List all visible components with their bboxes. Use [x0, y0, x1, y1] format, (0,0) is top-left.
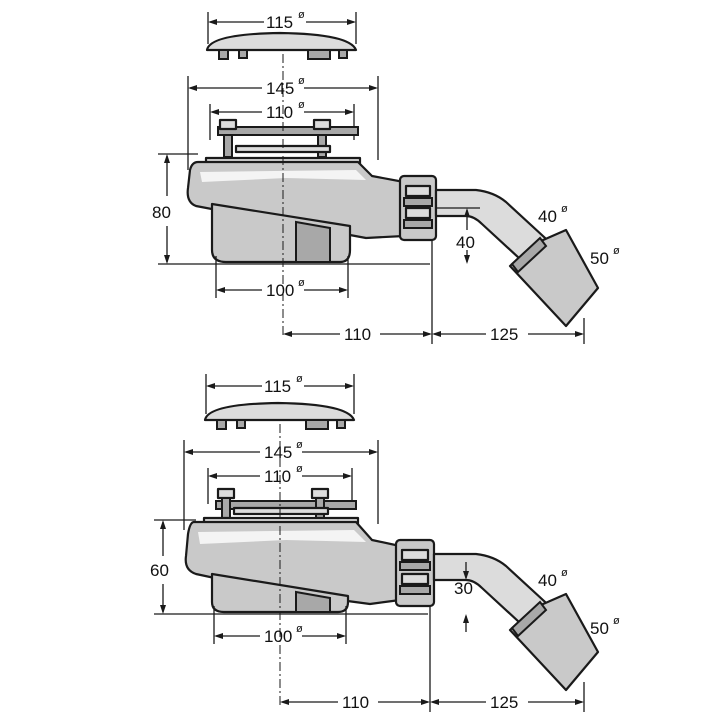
outlet-pipe-top [434, 188, 600, 328]
dim-inner-top: 110 ø [209, 99, 355, 140]
dim-offsets-top: 110 125 [283, 240, 585, 344]
diameter-symbol: ø [298, 99, 305, 111]
cover-plate-top [205, 31, 358, 60]
diameter-symbol: ø [298, 9, 305, 21]
label-outlet-diameter-top: 40 ø [538, 203, 568, 226]
label-inner-diameter: 110 [266, 103, 293, 122]
diameter-symbol: ø [298, 277, 305, 289]
diameter-symbol: ø [296, 623, 303, 635]
label-offset-end: 125 [490, 325, 518, 344]
drawing-60mm: 115 ø 145 ø 110 ø [150, 373, 620, 712]
trap-body-bottom [184, 516, 402, 614]
label-offset-end: 125 [490, 693, 518, 712]
dim-outlet-height-top: 40 [436, 207, 480, 264]
label-offset-outlet: 110 [344, 325, 371, 344]
label-outlet-diameter-bottom: 40 ø [538, 567, 568, 590]
label-sleeve-diameter-bottom: 50 ø [590, 615, 620, 638]
dim-cover-bottom: 115 ø [205, 373, 355, 414]
clamp-ring-bottom [215, 487, 357, 521]
drawing-80mm: 115 ø 145 ø 110 ø [152, 9, 620, 344]
clamp-ring-top [217, 118, 359, 158]
diameter-symbol: ø [613, 615, 620, 627]
outlet-nut-bottom [394, 538, 436, 608]
label-bottom-diameter: 100 [266, 281, 294, 300]
dim-flange-top: 145 ø [187, 75, 379, 170]
cover-plate-bottom [203, 401, 356, 430]
label-body-height: 80 [152, 203, 171, 222]
diameter-symbol: ø [613, 245, 620, 257]
label-cover-diameter: 115 [264, 377, 291, 396]
dim-outlet-height-bottom: 30 [434, 562, 473, 632]
diameter-symbol: ø [296, 463, 303, 475]
label-body-height: 60 [150, 561, 169, 580]
outlet-nut-top [398, 174, 438, 242]
outlet-pipe-bottom [432, 552, 600, 692]
dim-flange-bottom: 145 ø [183, 439, 379, 530]
dim-inner-bottom: 110 ø [207, 463, 353, 504]
diameter-symbol: ø [561, 567, 568, 579]
label-sleeve-diameter: 50 [590, 619, 609, 638]
label-inner-diameter: 110 [264, 467, 291, 486]
label-offset-outlet: 110 [342, 693, 369, 712]
label-cover-diameter: 115 [266, 13, 293, 32]
label-outlet-height: 30 [454, 579, 473, 598]
dim-cover-top: 115 ø [207, 9, 357, 44]
diameter-symbol: ø [298, 75, 305, 87]
diameter-symbol: ø [561, 203, 568, 215]
label-flange-diameter: 145 [264, 443, 292, 462]
label-outlet-diameter: 40 [538, 571, 557, 590]
label-outlet-height: 40 [456, 233, 475, 252]
dim-offsets-bottom: 110 125 [280, 606, 585, 712]
label-bottom-diameter: 100 [264, 627, 292, 646]
dim-height-top: 80 [152, 153, 430, 265]
trap-body-top [186, 156, 406, 264]
dim-height-bottom: 60 [150, 519, 428, 615]
dim-bottom-bottom: 100 ø [213, 606, 347, 646]
label-sleeve-diameter-top: 50 ø [590, 245, 620, 268]
dim-bottom-top: 100 ø [215, 256, 349, 300]
label-outlet-diameter: 40 [538, 207, 557, 226]
label-sleeve-diameter: 50 [590, 249, 609, 268]
diameter-symbol: ø [296, 373, 303, 385]
label-flange-diameter: 145 [266, 79, 294, 98]
diameter-symbol: ø [296, 439, 303, 451]
